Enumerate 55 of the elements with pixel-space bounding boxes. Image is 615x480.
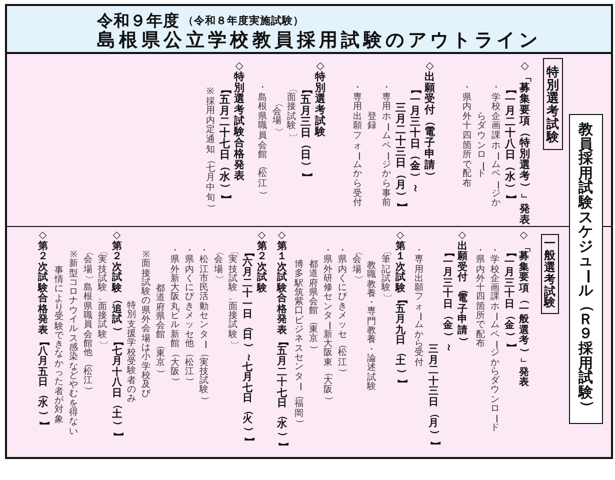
detail-text: ・県内くにびきメッセ（松江） <box>337 247 348 378</box>
date-text: 【六月二十一日（日）～七月七日（火）】 <box>242 247 253 446</box>
date-text: 【一月三十日（金）～ <box>442 247 454 352</box>
date-text: 【五月三日（日）】 <box>300 84 312 183</box>
section-panel <box>5 54 613 227</box>
detail-text: ・県外研修センター新大阪東（大阪） <box>322 247 333 406</box>
detail-text: 〈会場〉 <box>213 247 224 284</box>
detail-text: ・学校企画課ホームページからダウンロード <box>490 247 500 433</box>
detail-text: ・専用ホームページから事前登録 <box>366 84 392 209</box>
detail-text: 〈会場〉島根県職員会館他（松江） <box>82 247 93 396</box>
date-text: 【一月二十八日（水）】 <box>504 84 516 205</box>
section-heading: 一般選考試験 <box>541 234 559 314</box>
item-heading: ◇出願受付（電子申請） <box>424 61 436 182</box>
detail-text: 〈会場〉 <box>352 247 362 284</box>
section-heading: 特別選考試験 <box>543 58 563 150</box>
item-heading: ◇第２次試験 <box>256 231 268 294</box>
title-banner <box>5 4 613 54</box>
detail-text: ・県内外十四箇所で配布 <box>475 247 486 350</box>
date-text: 【一月三十日（金）～ <box>409 84 422 194</box>
item-heading: ◇特別選考試験合格発表 <box>233 61 246 182</box>
detail-text: 都道府県会館（東京） <box>155 285 166 378</box>
detail-text: 博多駅筑紫口ビジネスセンター（福岡） <box>294 261 304 428</box>
item-heading: ◇第２次試験合格発表【八月五日（水）】 <box>37 231 48 430</box>
exam-year-note: （令和８年度実施試験） <box>183 16 304 26</box>
detail-text: ・松江市民活動センター（実技試験） <box>198 247 209 406</box>
detail-text: 〈会場〉 <box>272 98 282 136</box>
detail-text: ・専用出願フォームから受付 <box>352 84 362 209</box>
date-text: 三月二十三日（月）】 <box>394 103 407 213</box>
schedule-title-label: 教員採用試験スケジュール（Ｒ９採用試験） <box>569 114 603 424</box>
detail-text: ・専用出願フォームから受付 <box>414 247 424 368</box>
date-text: 【一月三十日（金）】 <box>504 247 515 352</box>
item-heading: ◇特別選考試験 <box>314 61 326 138</box>
item-heading: ◇第１次試験【五月九日（土）】 <box>394 231 406 388</box>
detail-text: ・県外新大阪丸ビル新館（大阪） <box>170 247 180 386</box>
detail-text: ・県内くにびきメッセ他（松江） <box>184 247 194 386</box>
item-heading: ◇「募集要項（特別選考）」発表 <box>518 61 531 226</box>
detail-text: ・学校企画課ホームページからダウンロード <box>476 84 501 209</box>
detail-text: ※採用内定通知（七月中旬） <box>205 88 216 213</box>
detail-text: ・島根県職員会館（松江） <box>257 84 268 200</box>
detail-text: 教職教養・専門教養・論述試験 <box>366 262 376 392</box>
date-text: 【五月二十七日（水）】 <box>218 84 231 205</box>
title-heading: 島根県公立学校教員採用試験のアウトライン <box>97 32 541 50</box>
section-panel <box>5 227 613 459</box>
detail-text: 都道府県会館（東京） <box>308 261 318 354</box>
item-heading: ◇第２次試験（追試）【七月十八日（土）】 <box>111 231 122 441</box>
detail-text: 〔面接試験〕 <box>286 84 296 142</box>
item-heading: ◇「募集要項（一般選考）」発表 <box>518 231 530 388</box>
item-heading: ◇出願受付（電子申請） <box>456 231 468 346</box>
detail-text: 〔実技試験、面接試験〕 <box>228 247 238 350</box>
date-text: 三月二十三日（月）】 <box>428 345 439 450</box>
detail-text: ・県内外十四箇所で配布 <box>462 84 472 190</box>
detail-text: 〔筆記試験〕 <box>380 247 391 303</box>
year-heading: 令和９年度 <box>97 13 180 29</box>
item-heading: ◇第１次試験合格発表【五月二十七日（水）】 <box>276 231 288 452</box>
detail-text: 〔実技試験、面接試験〕 <box>97 247 108 350</box>
